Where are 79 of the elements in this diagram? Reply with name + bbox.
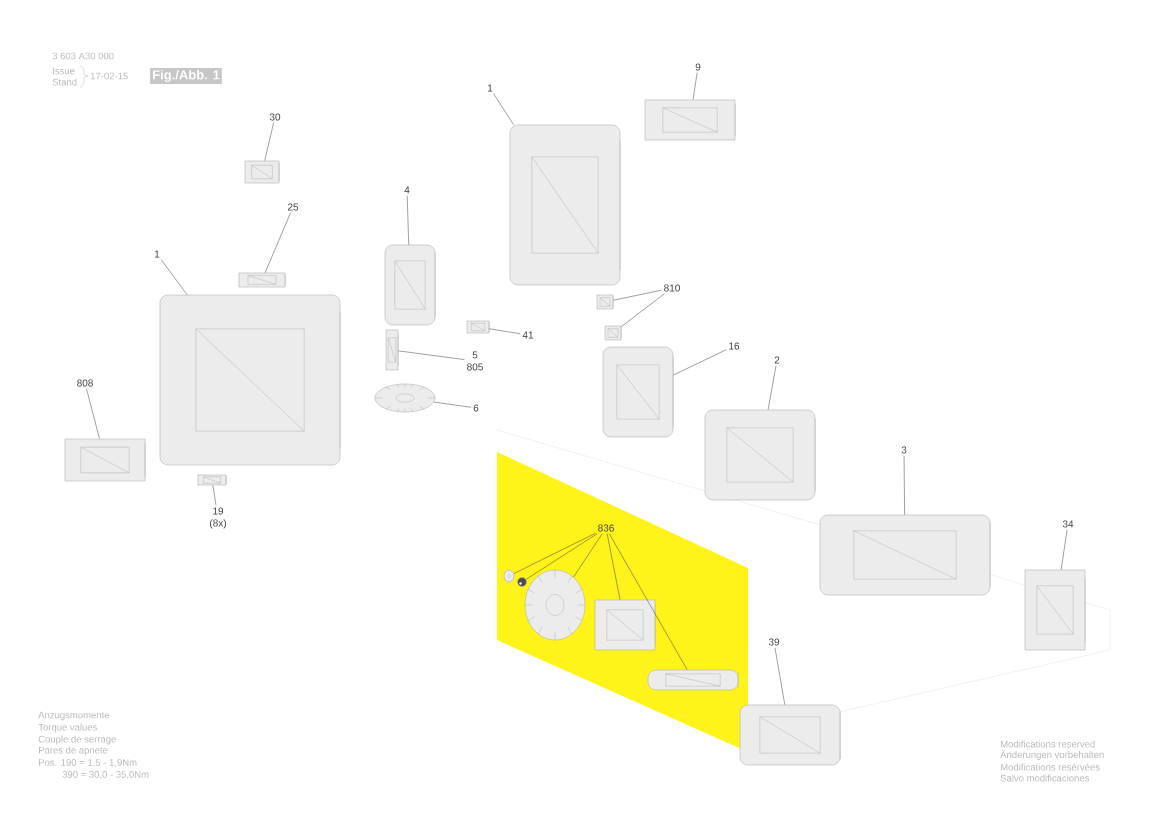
note-text: Anzugsmomente [38,711,110,721]
callout-number: 808 [77,379,93,387]
callout-number: 30 [269,113,281,121]
ball-drawing [517,577,527,587]
header-text: Issue [53,67,75,75]
callout-number: 25 [287,203,299,211]
cable-guard-drawing [374,383,436,413]
callout-number: 2 [774,356,780,364]
note-text: 390 = 30,0 - 35,0Nm [62,771,149,779]
gear-drawing [524,569,586,641]
callout-number: 39 [768,638,780,646]
carbon-brush-drawing [596,294,614,310]
callout-number: 4 [404,186,410,194]
callout-number: 6 [473,404,479,412]
callout-number: 1 [488,84,493,92]
leader-line [493,93,514,125]
callout-number: 16 [729,342,740,350]
bearing-drawing [594,599,656,651]
note-text: Torque values [38,723,97,733]
note-text: Pos. 190 = 1,5 - 1,9Nm [39,759,137,767]
note-text: Änderungen vorbehalten [1000,750,1104,760]
note-text: Couple de serrage [38,735,116,745]
spring-drawing [466,320,490,334]
leader-line [903,455,905,515]
callout-number: 19 (8x) [210,507,226,529]
note-text: Modifications reserved [1001,740,1095,748]
chuck-drawing [739,704,841,766]
leader-line [398,350,465,360]
leader-line [212,485,217,506]
leader-line [621,293,665,327]
header-text: Stand [52,78,77,86]
callout-number: 5 805 [467,351,483,371]
leader-line [513,532,596,574]
callout-number: 9 [695,63,701,71]
leader-line [573,533,603,578]
leader-line [86,388,100,439]
leader-line [406,195,409,245]
leader-line [1060,529,1068,570]
plate-drawing [1024,569,1086,651]
switch-cover-drawing [244,160,280,184]
armature-drawing [819,514,991,596]
leader-line [673,349,727,376]
callout-number: 3 [901,446,907,454]
housing-half-drawing [159,294,341,466]
leader-line [489,328,521,334]
housing-half-drawing [509,124,621,286]
callout-number: 836 [598,524,614,532]
note-text: Pares de apriete [39,746,108,756]
leader-line [264,212,291,273]
note-text: Salvo modificaciones [1000,774,1090,782]
header-text: 3 603 A30 000 [52,52,114,60]
callout-number: 34 [1062,520,1074,528]
figure-tag: Fig./Abb. 1 [150,67,222,85]
leader-line [692,72,698,100]
leader-line [609,533,688,670]
leader-line [433,401,472,408]
leader-line [613,289,662,301]
screw-drawing [197,474,227,486]
field-drawing [704,409,816,501]
switch-drawing [384,244,436,326]
leader-line [160,259,188,295]
slider-drawing [238,272,286,288]
cable-drawing [385,329,399,371]
callout-number: 1 [155,250,160,258]
nameplate-drawing [644,99,736,141]
header-text: 17-02-15 [90,72,128,80]
leader-line [264,122,274,161]
spindle-drawing [647,669,739,691]
leader-line [767,365,777,410]
brush-holder-drawing [602,346,674,438]
carbon-brush-drawing [604,325,622,341]
callout-number: 41 [522,331,534,339]
note-text: Modifications resérvées [1001,763,1100,771]
ring-drawing [503,569,515,583]
leader-line [606,533,621,600]
callout-number: 810 [664,284,680,292]
leader-line [525,533,598,580]
leader-line [774,647,786,705]
label-drawing [64,438,146,482]
